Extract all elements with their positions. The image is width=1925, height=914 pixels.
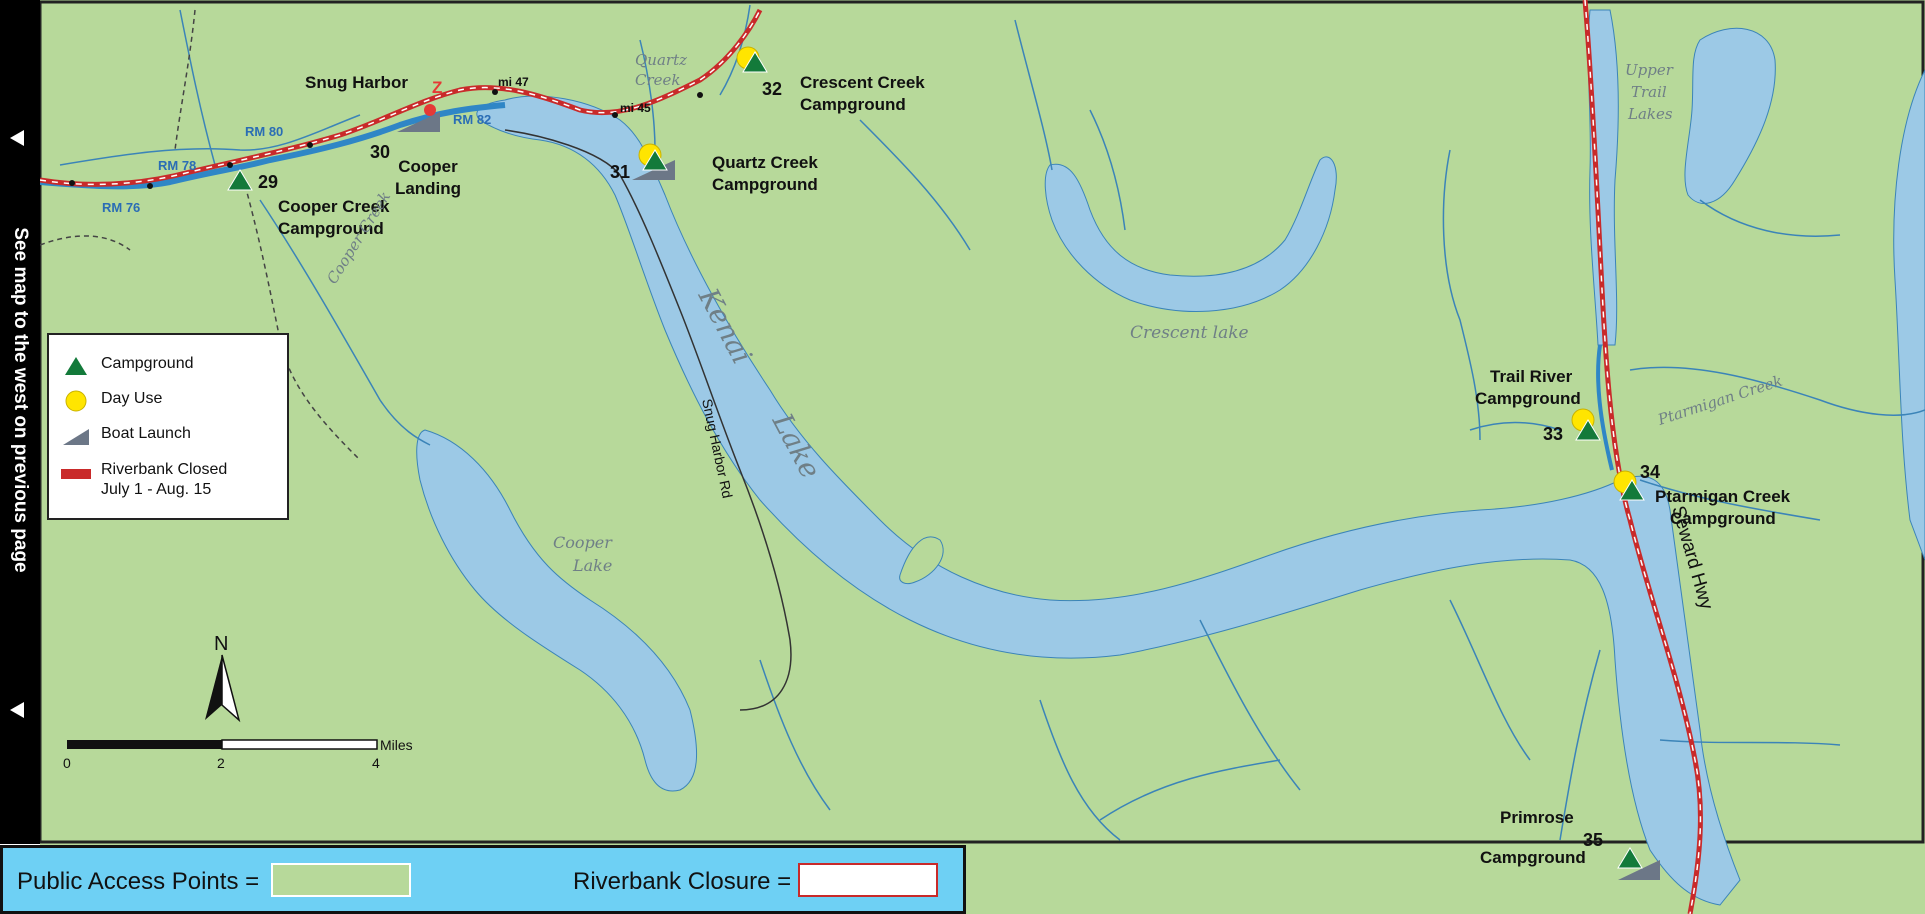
site-32: 32 bbox=[762, 79, 782, 99]
legend-boat-launch-label: Boat Launch bbox=[101, 425, 191, 442]
water-quartz-1: Quartz bbox=[635, 51, 687, 69]
left-sidebar: See map to the west on previous page bbox=[0, 0, 40, 844]
upper-trail-lakes-east bbox=[1684, 27, 1776, 204]
compass-n: N bbox=[214, 633, 228, 655]
label-quartz-creek-cg-1: Quartz Creek bbox=[712, 153, 818, 172]
z-label: Z bbox=[432, 78, 442, 97]
label-cooper-creek-cg-2: Campground bbox=[278, 219, 384, 238]
rm-82: RM 82 bbox=[453, 112, 491, 127]
scale-2: 2 bbox=[217, 755, 225, 771]
rm-76: RM 76 bbox=[102, 200, 140, 215]
legend-boat-launch: Boat Launch bbox=[61, 425, 191, 447]
scale-4: 4 bbox=[372, 755, 380, 771]
label-snug-harbor: Snug Harbor bbox=[305, 73, 408, 92]
seward-highway-center bbox=[1584, 0, 1702, 914]
mile-dots bbox=[69, 89, 703, 189]
water-cooper-lake-1: Cooper bbox=[553, 533, 613, 552]
water-upper-trail-1: Upper bbox=[1625, 61, 1674, 79]
label-cooper-landing-1: Cooper bbox=[398, 157, 458, 176]
label-trail-river-cg-1: Trail River bbox=[1490, 367, 1573, 386]
day-use-icon bbox=[65, 390, 87, 412]
z-marker bbox=[424, 104, 436, 116]
label-primrose-cg-2: Campground bbox=[1480, 848, 1586, 867]
label-trail-river-cg-2: Campground bbox=[1475, 389, 1581, 408]
mi-47: mi 47 bbox=[498, 75, 529, 89]
campground-symbols bbox=[227, 51, 1645, 869]
riverbank-closed-icon bbox=[61, 469, 91, 479]
legend-day-use-label: Day Use bbox=[101, 390, 163, 407]
scale-unit: Miles bbox=[380, 737, 413, 753]
streams bbox=[59, 4, 1925, 841]
upper-trail-lakes bbox=[1587, 9, 1619, 346]
legend-day-use: Day Use bbox=[61, 390, 162, 412]
site-35: 35 bbox=[1583, 830, 1603, 850]
trails bbox=[39, 9, 361, 461]
label-ptarmigan-creek-cg-1: Ptarmigan Creek bbox=[1655, 487, 1791, 506]
trail-river bbox=[1596, 344, 1614, 471]
north-arrow-icon bbox=[205, 654, 241, 723]
rm-80: RM 80 bbox=[245, 124, 283, 139]
sidebar-text: See map to the west on previous page bbox=[10, 227, 31, 573]
site-34: 34 bbox=[1640, 462, 1660, 482]
snug-harbor-road bbox=[504, 129, 792, 711]
legend-campground: Campground bbox=[61, 355, 194, 377]
water-cooper-lake-2: Lake bbox=[572, 556, 612, 575]
label-cooper-landing-2: Landing bbox=[395, 179, 461, 198]
water-upper-trail-3: Lakes bbox=[1627, 105, 1673, 123]
riverbank-closure-label: Riverbank Closure = bbox=[573, 868, 792, 895]
bottom-legend-bar: Public Access Points = Riverbank Closure… bbox=[0, 845, 966, 914]
label-primrose-cg-1: Primrose bbox=[1500, 808, 1574, 827]
sterling-highway-center bbox=[39, 9, 761, 186]
legend-campground-label: Campground bbox=[101, 355, 194, 372]
legend: Campground Day Use Boat Launch Riverbank… bbox=[47, 333, 289, 520]
site-31: 31 bbox=[610, 162, 630, 182]
scale-bar bbox=[67, 739, 378, 750]
water-upper-trail-2: Trail bbox=[1631, 83, 1667, 101]
label-ptarmigan-creek-cg-2: Campground bbox=[1670, 509, 1776, 528]
crescent-lake bbox=[1044, 156, 1337, 312]
left-arrow-icon-bottom[interactable] bbox=[10, 702, 24, 718]
kenai-river bbox=[39, 102, 506, 190]
riverbank-closure-swatch bbox=[798, 863, 938, 897]
label-crescent-creek-cg-1: Crescent Creek bbox=[800, 73, 925, 92]
rm-78: RM 78 bbox=[158, 158, 196, 173]
campground-icon bbox=[65, 357, 87, 375]
boat-launch-icon bbox=[63, 429, 89, 445]
water-quartz-2: Creek bbox=[635, 71, 681, 89]
cooper-lake bbox=[416, 429, 698, 792]
mi-45: mi 45 bbox=[620, 101, 651, 115]
water-crescent-lake: Crescent lake bbox=[1130, 323, 1249, 343]
kenai-lake-island bbox=[899, 536, 944, 585]
legend-riverbank: Riverbank Closed July 1 - Aug. 15 bbox=[61, 460, 227, 500]
scale-0: 0 bbox=[63, 755, 71, 771]
label-cooper-creek-cg-1: Cooper Creek bbox=[278, 197, 390, 216]
label-crescent-creek-cg-2: Campground bbox=[800, 95, 906, 114]
site-29: 29 bbox=[258, 172, 278, 192]
left-arrow-icon-top[interactable] bbox=[10, 130, 24, 146]
public-access-label: Public Access Points = bbox=[17, 868, 260, 895]
ptarmigan-lake-edge bbox=[1893, 69, 1925, 561]
kenai-lake bbox=[476, 95, 1741, 906]
site-33: 33 bbox=[1543, 424, 1563, 444]
public-access-swatch bbox=[271, 863, 411, 897]
site-30: 30 bbox=[370, 142, 390, 162]
label-quartz-creek-cg-2: Campground bbox=[712, 175, 818, 194]
legend-riverbank-label: Riverbank Closed July 1 - Aug. 15 bbox=[101, 461, 228, 498]
